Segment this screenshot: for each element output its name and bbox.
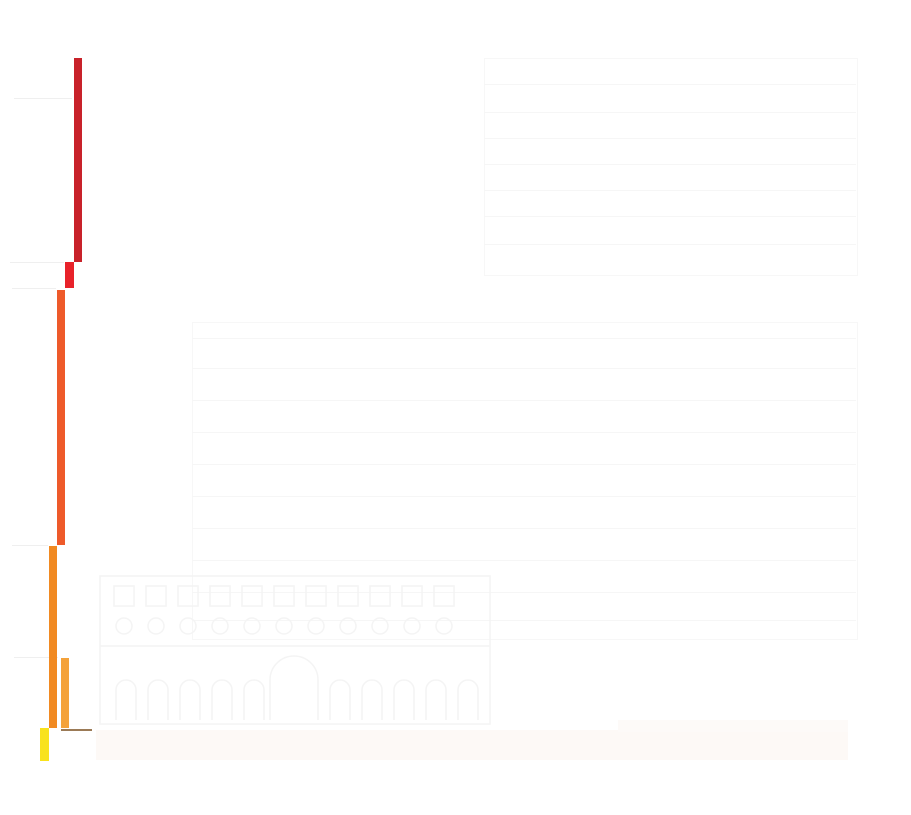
faint-row-line (192, 592, 856, 593)
faint-row-line (484, 138, 856, 139)
orange-bar (49, 546, 57, 728)
faint-row-line (192, 464, 856, 465)
faint-row-line (484, 112, 856, 113)
faint-row-line (192, 338, 856, 339)
faint-row-line (192, 560, 856, 561)
faint-bottom-strip (96, 730, 848, 760)
faint-row-line (192, 496, 856, 497)
yellow-bar (40, 728, 49, 761)
faint-row-line (484, 244, 856, 245)
orange-red-bar (57, 290, 65, 545)
faint-tick (12, 545, 48, 546)
faint-tick (14, 98, 72, 99)
faint-row-line (192, 400, 856, 401)
faint-row-line (192, 368, 856, 369)
faint-row-line (192, 528, 856, 529)
faint-table-middle (192, 322, 858, 640)
faint-row-line (484, 190, 856, 191)
faint-row-line (484, 84, 856, 85)
accent-line (61, 729, 92, 731)
faint-row-line (192, 620, 856, 621)
red-bar (65, 262, 74, 288)
faint-tick (10, 262, 64, 263)
faint-row-line (484, 216, 856, 217)
dark-red-bar (74, 58, 82, 262)
faint-bottom-strip-right (618, 720, 848, 732)
faint-table-top (484, 58, 858, 276)
faint-row-line (192, 432, 856, 433)
faint-tick (14, 657, 58, 658)
light-orange-bar (61, 658, 69, 728)
faint-row-line (484, 164, 856, 165)
faint-tick (12, 288, 56, 289)
